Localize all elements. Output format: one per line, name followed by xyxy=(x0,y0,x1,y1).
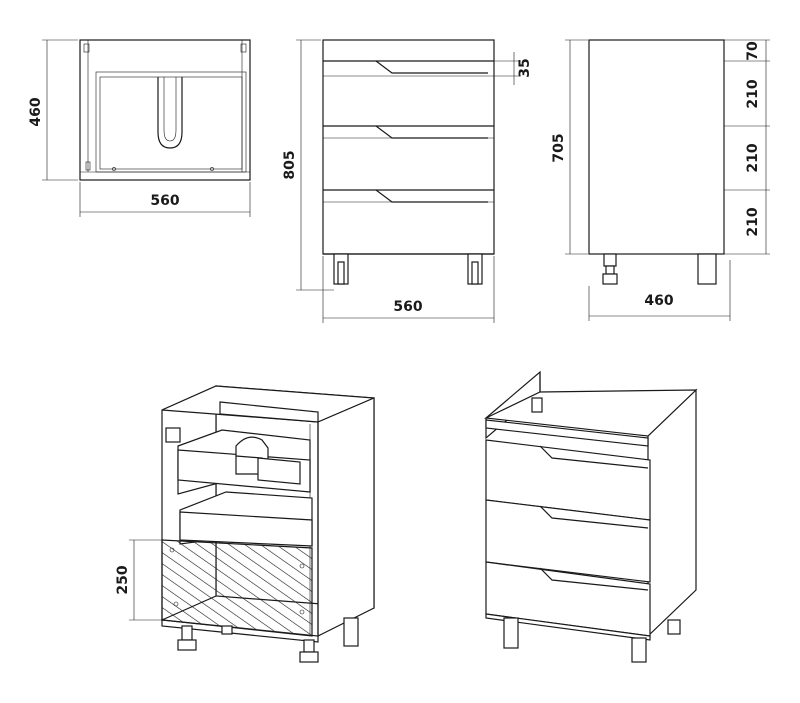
front-width-label: 560 xyxy=(393,299,422,315)
side-height-label: 705 xyxy=(551,133,567,162)
segment-2-label: 210 xyxy=(745,143,761,172)
front-height-label: 805 xyxy=(282,150,298,179)
rail-height-label: 35 xyxy=(517,58,533,77)
side-depth-label: 460 xyxy=(644,293,673,309)
front-view xyxy=(296,39,520,323)
drawer-height-label: 250 xyxy=(115,565,131,594)
segment-3-label: 210 xyxy=(745,207,761,236)
closed-cabinet-view xyxy=(483,370,698,663)
top-depth-label: 460 xyxy=(28,97,44,126)
segment-top-label: 70 xyxy=(745,41,761,61)
top-width-label: 560 xyxy=(150,193,179,209)
segment-1-label: 210 xyxy=(745,79,761,108)
side-view xyxy=(565,39,770,321)
open-cabinet-view xyxy=(129,385,375,663)
top-view xyxy=(42,39,251,217)
